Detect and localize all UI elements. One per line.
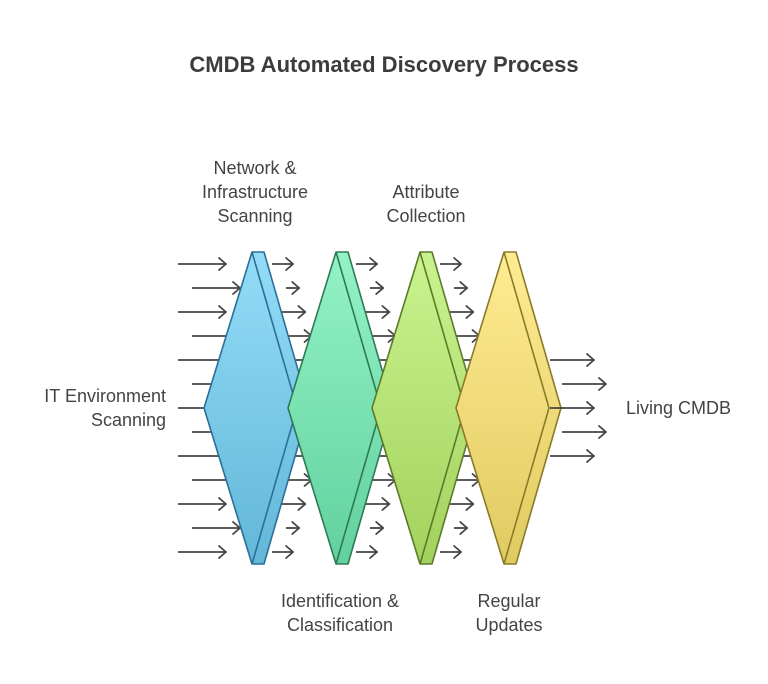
arrow-head [598, 425, 607, 439]
stage-label-line: Collection [386, 206, 466, 226]
prism-body [371, 251, 478, 565]
arrow-head [297, 497, 307, 511]
input-arrow [454, 281, 469, 295]
input-arrow [178, 545, 227, 559]
input-arrow [192, 281, 241, 295]
arrow-head [459, 521, 469, 535]
stage-label-line: Identification & [280, 591, 400, 611]
stage-4-label: Regular Updates [424, 589, 594, 637]
input-arrow [272, 257, 294, 271]
arrow-head [381, 305, 391, 319]
input-arrow [286, 521, 301, 535]
stage-1-label: Network & Infrastructure Scanning [170, 156, 340, 228]
input-arrow [272, 545, 294, 559]
input-label: IT Environment Scanning [8, 384, 166, 432]
input-arrow [178, 305, 227, 319]
arrow-head [459, 281, 469, 295]
arrow-head [232, 521, 241, 535]
arrow-head [453, 257, 462, 271]
output-arrow [550, 353, 595, 367]
output-arrow [550, 449, 595, 463]
arrow-head [375, 281, 385, 295]
input-arrow [370, 281, 385, 295]
stage-2-label: Identification & Classification [255, 589, 425, 637]
arrow-head [453, 545, 462, 559]
stage-label-line: Network & [213, 158, 297, 178]
arrow-head [297, 305, 307, 319]
prism-body [203, 251, 310, 565]
input-arrow [454, 521, 469, 535]
stage-label-line: Attribute [392, 182, 460, 202]
output-arrow [562, 425, 607, 439]
output-arrow [550, 401, 595, 415]
stage-label-line: Updates [475, 615, 543, 635]
stage-label-line: Classification [286, 615, 394, 635]
stage-label-line: Infrastructure [201, 182, 309, 202]
arrow-head [598, 377, 607, 391]
arrow-head [218, 257, 227, 271]
arrow-head [285, 545, 294, 559]
prism-body [455, 251, 562, 565]
arrow-head [369, 257, 378, 271]
output-label: Living CMDB [626, 398, 732, 418]
prism-edge [503, 251, 550, 565]
arrow-head [218, 497, 227, 511]
stage-1-prism [203, 251, 310, 565]
arrow-head [369, 545, 378, 559]
input-arrow [440, 257, 462, 271]
input-arrow [178, 497, 227, 511]
arrow-head [586, 449, 595, 463]
arrow-head [465, 305, 475, 319]
stage-label-line: Scanning [217, 206, 293, 226]
input-arrow [178, 257, 227, 271]
input-arrow [192, 521, 241, 535]
arrow-head [232, 281, 241, 295]
stage-3-label: Attribute Collection [341, 180, 511, 228]
arrow-head [218, 545, 227, 559]
input-label-line: IT Environment [44, 386, 166, 406]
prism-body [287, 251, 394, 565]
arrow-head [381, 497, 391, 511]
arrow-head [465, 497, 475, 511]
stage-4-prism [455, 251, 562, 565]
output-arrow [562, 377, 607, 391]
input-arrow [370, 521, 385, 535]
input-arrow [286, 281, 301, 295]
input-arrow [356, 545, 378, 559]
diagram-title: CMDB Automated Discovery Process [189, 52, 579, 77]
arrow-head [291, 281, 301, 295]
input-arrow [440, 545, 462, 559]
arrow-head [285, 257, 294, 271]
input-label-line: Scanning [90, 410, 166, 430]
input-arrow [356, 257, 378, 271]
arrow-head [586, 353, 595, 367]
stage-label-line: Regular [477, 591, 541, 611]
arrow-head [291, 521, 301, 535]
arrow-head [586, 401, 595, 415]
arrow-head [218, 305, 227, 319]
arrow-head [375, 521, 385, 535]
